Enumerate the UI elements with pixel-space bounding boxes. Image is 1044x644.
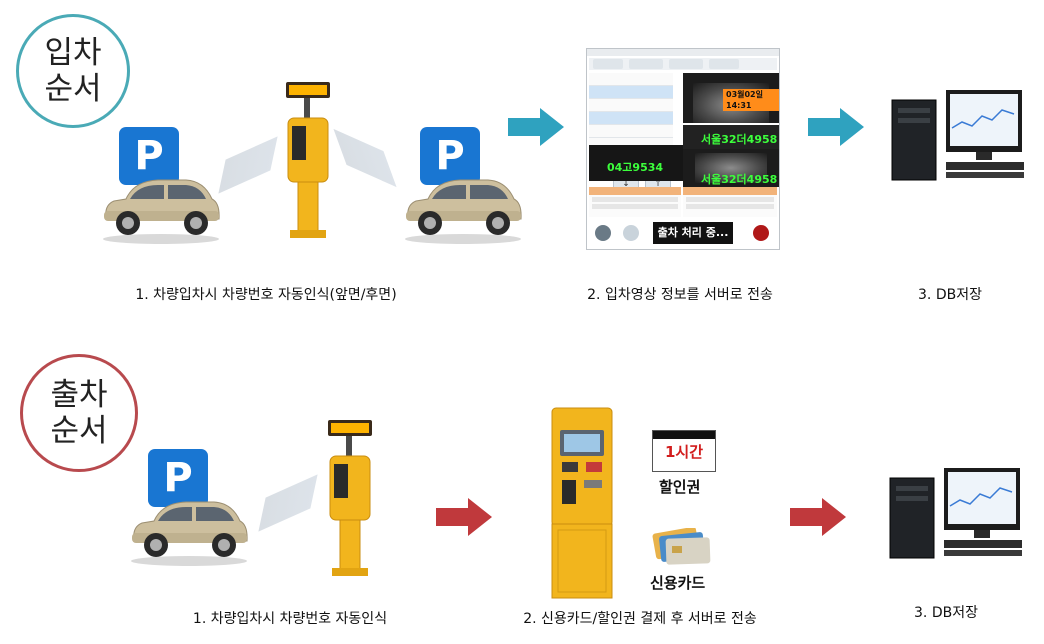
entry-badge-line2: 순서 bbox=[44, 71, 102, 107]
arrow-right-icon bbox=[808, 108, 864, 146]
computer-icon bbox=[888, 466, 1026, 562]
kiosk-icon bbox=[550, 406, 614, 602]
camera-view-1: 03월02일 14:31 bbox=[683, 73, 779, 123]
parking-sign: P bbox=[119, 127, 179, 185]
exit-sequence-badge: 출차 순서 bbox=[20, 354, 138, 472]
monitoring-software-screen: ↓↑ 03월02일 14:31 서울32더4958 04고9534 서울32더4… bbox=[586, 48, 780, 250]
entry-step-3-caption: 3. DB저장 bbox=[918, 287, 982, 303]
computer-icon bbox=[890, 88, 1028, 184]
parking-sign: P bbox=[420, 127, 480, 185]
camera-view-plate-1: 서울32더4958 bbox=[683, 125, 779, 153]
sensor-beam bbox=[258, 474, 318, 532]
camera-view-2: 04고9534 bbox=[589, 145, 683, 181]
exit-step-3-caption: 3. DB저장 bbox=[914, 605, 978, 621]
entry-badge-line1: 입차 bbox=[44, 35, 102, 71]
ticket-caption: 할인권 bbox=[659, 478, 701, 496]
exit-step-1-caption: 1. 차량입차시 차량번호 자동인식 bbox=[192, 611, 388, 627]
entry-sequence-badge: 입차 순서 bbox=[16, 14, 130, 128]
credit-card-icon bbox=[648, 528, 712, 566]
sensor-beam-left bbox=[218, 136, 278, 194]
entry-step-1-caption: 1. 차량입차시 차량번호 자동인식(앞면/후면) bbox=[135, 287, 397, 303]
entry-step-2-caption: 2. 입차영상 정보를 서버로 전송 bbox=[587, 287, 773, 303]
car-icon bbox=[100, 175, 222, 245]
screen-status-text: 출차 처리 중... bbox=[653, 222, 733, 244]
car-icon bbox=[402, 175, 524, 245]
parking-sign: P bbox=[148, 449, 208, 507]
gate-pole-icon bbox=[322, 416, 386, 580]
exit-badge-line2: 순서 bbox=[50, 413, 108, 449]
ticket-icon: 1시간 bbox=[652, 430, 716, 472]
gate-pole-icon bbox=[280, 78, 344, 242]
arrow-right-icon bbox=[436, 498, 492, 536]
exit-step-2-caption: 2. 신용카드/할인권 결제 후 서버로 전송 bbox=[523, 611, 757, 627]
arrow-right-icon bbox=[790, 498, 846, 536]
camera-view-3: 서울32더4958 bbox=[683, 149, 779, 187]
arrow-right-icon bbox=[508, 108, 564, 146]
credit-card-caption: 신용카드 bbox=[650, 574, 706, 592]
ticket-text: 1시간 bbox=[664, 443, 704, 461]
exit-badge-line1: 출차 bbox=[50, 377, 108, 413]
car-icon bbox=[128, 497, 250, 567]
